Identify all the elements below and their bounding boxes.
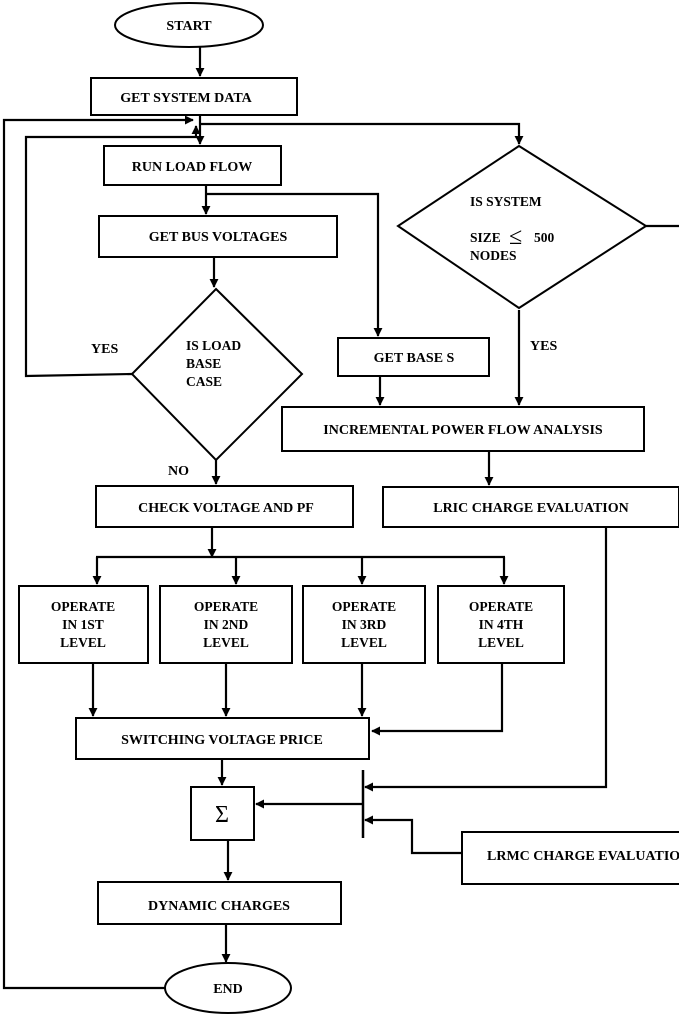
- level-2-line-2: IN 2ND: [204, 617, 249, 632]
- switching-voltage-price-box: SWITCHING VOLTAGE PRICE: [75, 717, 370, 760]
- level-1-line-2: IN 1ST: [62, 617, 104, 632]
- arrow-to-get-base-s: [206, 192, 383, 337]
- start-label: START: [166, 19, 212, 34]
- level-3-line-3: LEVEL: [341, 635, 387, 650]
- arrow-level-4-to-switch: [371, 663, 504, 736]
- less-equal-symbol: ≤: [509, 224, 522, 250]
- check-voltage-pf-label: CHECK VOLTAGE AND PF: [138, 501, 314, 516]
- incremental-power-flow-box: INCREMENTAL POWER FLOW ANALYSIS: [281, 406, 645, 452]
- operate-level-4-box: OPERATE IN 4TH LEVEL: [437, 585, 565, 664]
- decision-size-line-3: NODES: [470, 248, 517, 263]
- decision-size-value: 500: [534, 230, 555, 245]
- level-2-line-3: LEVEL: [203, 635, 249, 650]
- level-2-line-1: OPERATE: [194, 599, 258, 614]
- lrmc-charge-label: LRMC CHARGE EVALUATION: [487, 849, 679, 864]
- level-4-line-3: LEVEL: [478, 635, 524, 650]
- lrmc-charge-box: LRMC CHARGE EVALUATION: [461, 831, 679, 885]
- dynamic-charges-label: DYNAMIC CHARGES: [148, 899, 290, 914]
- level-4-line-2: IN 4TH: [479, 617, 524, 632]
- get-bus-voltages-label: GET BUS VOLTAGES: [149, 230, 288, 245]
- arrow-to-size-decision: [200, 122, 524, 145]
- is-system-size-decision: IS SYSTEM SIZE ≤ 500 NODES: [396, 144, 648, 310]
- level-3-line-2: IN 3RD: [342, 617, 387, 632]
- connectors: [2, 47, 679, 990]
- decision-size-prefix: SIZE: [470, 230, 501, 245]
- check-voltage-pf-box: CHECK VOLTAGE AND PF: [95, 485, 354, 528]
- get-base-s-box: GET BASE S: [337, 337, 490, 377]
- no-load-label: NO: [168, 464, 189, 479]
- get-bus-voltages-box: GET BUS VOLTAGES: [98, 215, 338, 258]
- dynamic-charges-box: DYNAMIC CHARGES: [97, 881, 342, 925]
- get-system-data-label: GET SYSTEM DATA: [120, 91, 252, 106]
- arrow-lric-to-junction: [364, 527, 608, 792]
- decision-size-line-1: IS SYSTEM: [470, 194, 542, 209]
- lric-charge-box: LRIC CHARGE EVALUATION: [382, 486, 679, 528]
- operate-level-2-box: OPERATE IN 2ND LEVEL: [159, 585, 293, 664]
- level-3-line-1: OPERATE: [332, 599, 396, 614]
- run-load-flow-label: RUN LOAD FLOW: [132, 160, 253, 175]
- decision-load-line-3: CASE: [186, 374, 222, 389]
- decision-load-line-2: BASE: [186, 356, 221, 371]
- yes-loop-line: [24, 125, 201, 378]
- operate-level-3-box: OPERATE IN 3RD LEVEL: [302, 585, 426, 664]
- incremental-power-flow-label: INCREMENTAL POWER FLOW ANALYSIS: [323, 423, 603, 438]
- level-4-line-1: OPERATE: [469, 599, 533, 614]
- sum-box: Σ: [190, 786, 255, 841]
- lric-charge-label: LRIC CHARGE EVALUATION: [433, 501, 629, 516]
- level-1-line-1: OPERATE: [51, 599, 115, 614]
- get-system-data-box: GET SYSTEM DATA: [90, 77, 298, 116]
- outer-loop-line: [2, 115, 194, 990]
- is-load-base-case-decision: IS LOAD BASE CASE: [130, 287, 304, 462]
- get-base-s-label: GET BASE S: [374, 351, 455, 366]
- operate-level-1-box: OPERATE IN 1ST LEVEL: [18, 585, 149, 664]
- level-1-line-3: LEVEL: [60, 635, 106, 650]
- end-label: END: [213, 982, 243, 997]
- yes-load-label: YES: [91, 342, 118, 357]
- sigma-symbol: Σ: [215, 802, 229, 828]
- decision-load-line-1: IS LOAD: [186, 338, 241, 353]
- switching-voltage-price-label: SWITCHING VOLTAGE PRICE: [121, 733, 323, 748]
- start-node: START: [114, 2, 264, 48]
- yes-size-label: YES: [530, 339, 557, 354]
- end-node: END: [164, 962, 292, 1014]
- run-load-flow-box: RUN LOAD FLOW: [103, 145, 282, 186]
- arrow-lrmc-to-junction: [364, 815, 462, 855]
